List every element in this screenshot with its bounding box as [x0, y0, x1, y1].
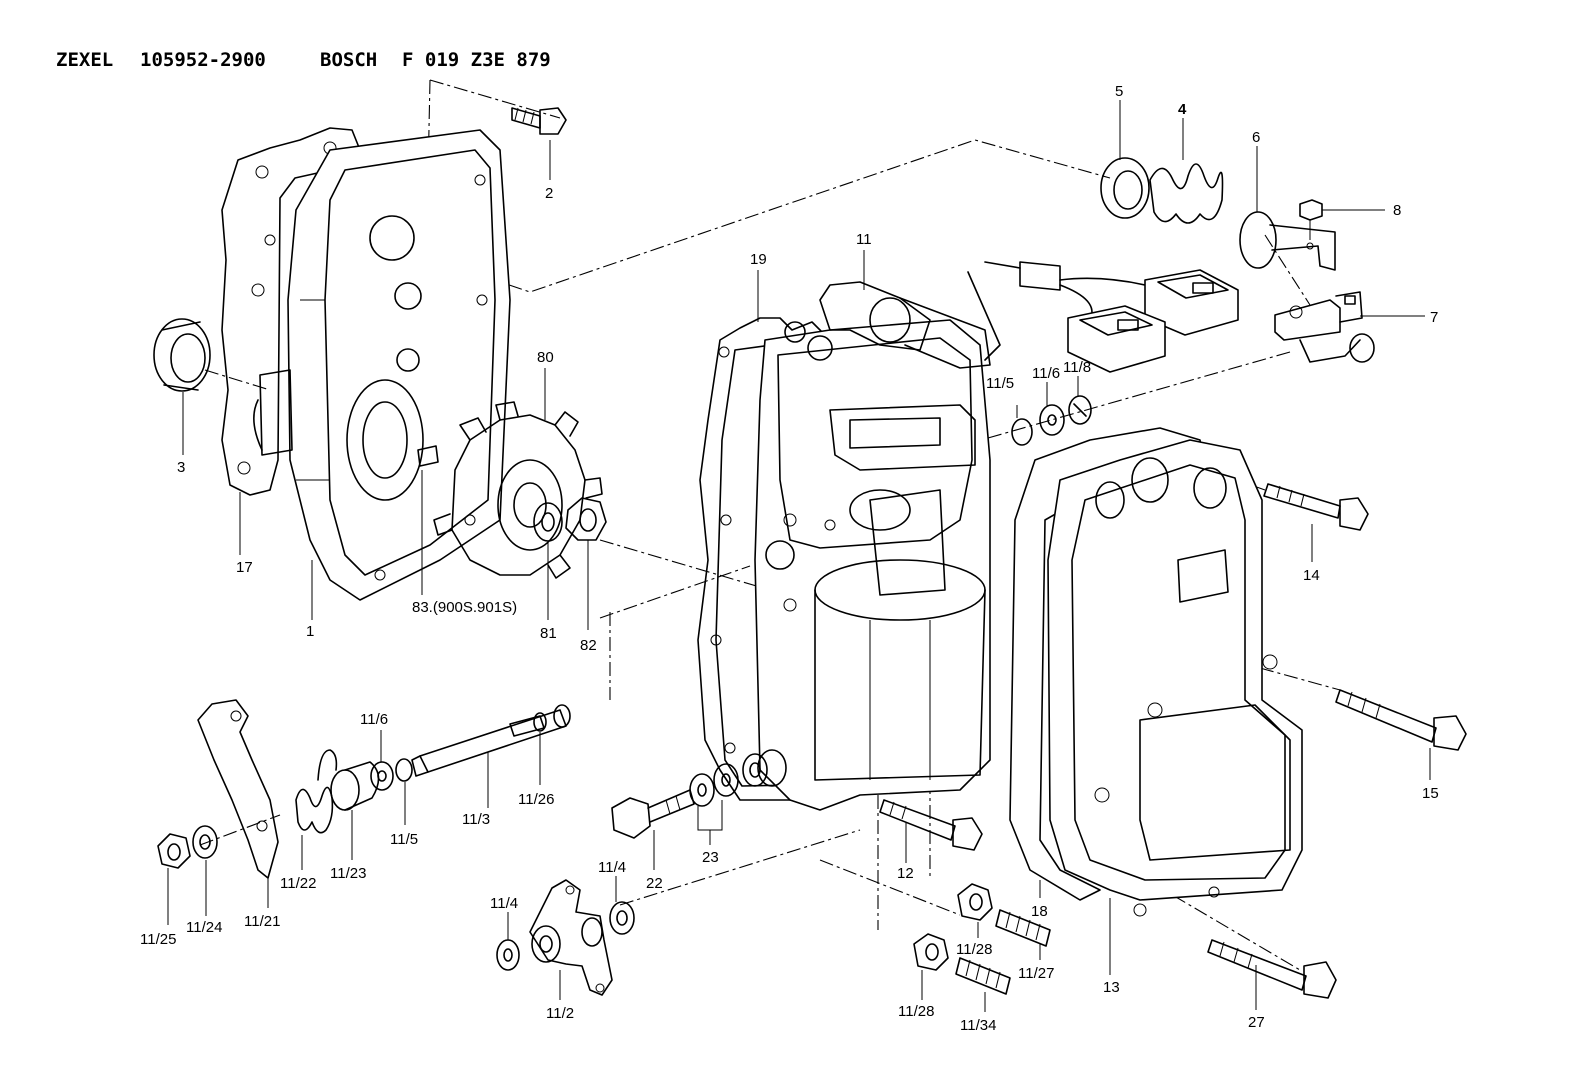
- label-part-11-23: 11/23: [330, 865, 366, 882]
- label-part-19: 19: [750, 251, 767, 268]
- washer-11-4-right: [609, 901, 635, 935]
- seal-ring-5: [1100, 157, 1150, 219]
- title-zexel-number: 105952-2900: [140, 49, 266, 71]
- label-part-11-8: 11/8: [1063, 359, 1091, 376]
- part-labels: 2 3 4 5 6 7 8 11 12 13 14 15 17 18 19 22…: [140, 83, 1439, 1034]
- label-part-11-2: 11/2: [546, 1005, 574, 1022]
- lever-11-2: [529, 879, 613, 996]
- label-part-11-24: 11/24: [186, 919, 222, 936]
- label-part-11: 11: [856, 231, 872, 248]
- label-part-6: 6: [1252, 129, 1260, 146]
- o-ring-11-5-lower: [395, 758, 413, 782]
- label-part-11-5-lower: 11/5: [390, 831, 418, 848]
- label-part-83: 83.(900S.901S): [412, 599, 517, 616]
- label-part-4: 4: [1178, 101, 1187, 118]
- sensor-bracket-7: [1274, 291, 1375, 363]
- nut-82: [565, 497, 607, 541]
- washer-11-6-lower: [370, 761, 394, 791]
- label-part-11-6-lower: 11/6: [360, 711, 388, 728]
- label-part-8: 8: [1393, 202, 1401, 219]
- leader-lines: [167, 100, 1431, 1012]
- washer-81: [533, 502, 563, 542]
- label-part-11-4-left: 11/4: [490, 895, 518, 912]
- label-part-5: 5: [1115, 83, 1123, 100]
- pin-11-26: [509, 712, 547, 737]
- bolt-27: [1207, 939, 1337, 999]
- label-part-82: 82: [580, 637, 597, 654]
- label-part-11-5-upper: 11/5: [986, 375, 1014, 392]
- label-part-2: 2: [545, 185, 553, 202]
- governor-actuator-11: [754, 281, 991, 811]
- label-part-11-6-upper: 11/6: [1032, 365, 1060, 382]
- label-part-11-26: 11/26: [518, 791, 554, 808]
- governor-cover-13: [1047, 439, 1303, 917]
- label-part-7: 7: [1430, 309, 1438, 326]
- label-part-11-25: 11/25: [140, 931, 176, 948]
- lever-6: [1239, 211, 1336, 271]
- gear-80: [433, 401, 603, 579]
- label-part-11-28-lower: 11/28: [898, 1003, 934, 1020]
- label-part-3: 3: [177, 459, 185, 476]
- gasket-18: [1009, 427, 1206, 901]
- washer-11-24: [192, 825, 218, 859]
- lever-11-21: [197, 699, 279, 879]
- key-83: [417, 445, 439, 467]
- label-part-27: 27: [1248, 1014, 1265, 1031]
- label-part-11-4-right: 11/4: [598, 859, 626, 876]
- title-brand-zexel: ZEXEL: [56, 49, 113, 71]
- bolt-14: [1263, 483, 1369, 531]
- bolt-22: [611, 789, 695, 839]
- label-part-81: 81: [540, 625, 557, 642]
- washer-11-4-left: [496, 939, 520, 971]
- nut-11-25: [157, 833, 191, 869]
- diagram-title: ZEXEL 105952-2900 BOSCH F 019 Z3E 879: [56, 49, 551, 71]
- label-part-11-3: 11/3: [462, 811, 490, 828]
- label-part-22: 22: [646, 875, 663, 892]
- washers-23: [689, 753, 768, 807]
- label-part-11-27: 11/27: [1018, 965, 1054, 982]
- shaft-11-3: [411, 704, 571, 777]
- nut-11-28-upper: [957, 883, 993, 921]
- o-ring-11-5-upper: [1011, 418, 1033, 446]
- label-part-11-21: 11/21: [244, 913, 280, 930]
- screw-11-34: [955, 957, 1011, 995]
- pump-housing-1: [253, 129, 511, 601]
- bolt-2: [511, 107, 567, 135]
- label-part-11-34: 11/34: [960, 1017, 996, 1034]
- title-brand-bosch: BOSCH: [320, 49, 377, 71]
- label-part-13: 13: [1103, 979, 1120, 996]
- bolt-12: [879, 799, 983, 851]
- label-part-11-28-upper: 11/28: [956, 941, 992, 958]
- bolt-15: [1335, 689, 1467, 751]
- title-bosch-number: F 019 Z3E 879: [402, 49, 551, 71]
- sleeve-11-23: [330, 761, 380, 811]
- label-part-80: 80: [537, 349, 554, 366]
- label-part-11-22: 11/22: [280, 875, 316, 892]
- label-part-15: 15: [1422, 785, 1439, 802]
- gasket-17: [221, 127, 361, 496]
- screw-8: [1299, 199, 1323, 240]
- nut-11-28-lower: [913, 933, 949, 971]
- screw-11-27: [995, 909, 1051, 947]
- clip-11-8-upper: [1068, 395, 1092, 425]
- label-part-18: 18: [1031, 903, 1048, 920]
- label-part-23: 23: [702, 849, 719, 866]
- label-part-17: 17: [236, 559, 253, 576]
- label-part-12: 12: [897, 865, 914, 882]
- spring-4: [1149, 163, 1224, 224]
- label-part-1: 1: [306, 623, 314, 640]
- washer-11-6-upper: [1039, 404, 1065, 436]
- oil-seal-3: [153, 318, 211, 392]
- label-part-14: 14: [1303, 567, 1320, 584]
- connector-11-8: [967, 261, 1239, 373]
